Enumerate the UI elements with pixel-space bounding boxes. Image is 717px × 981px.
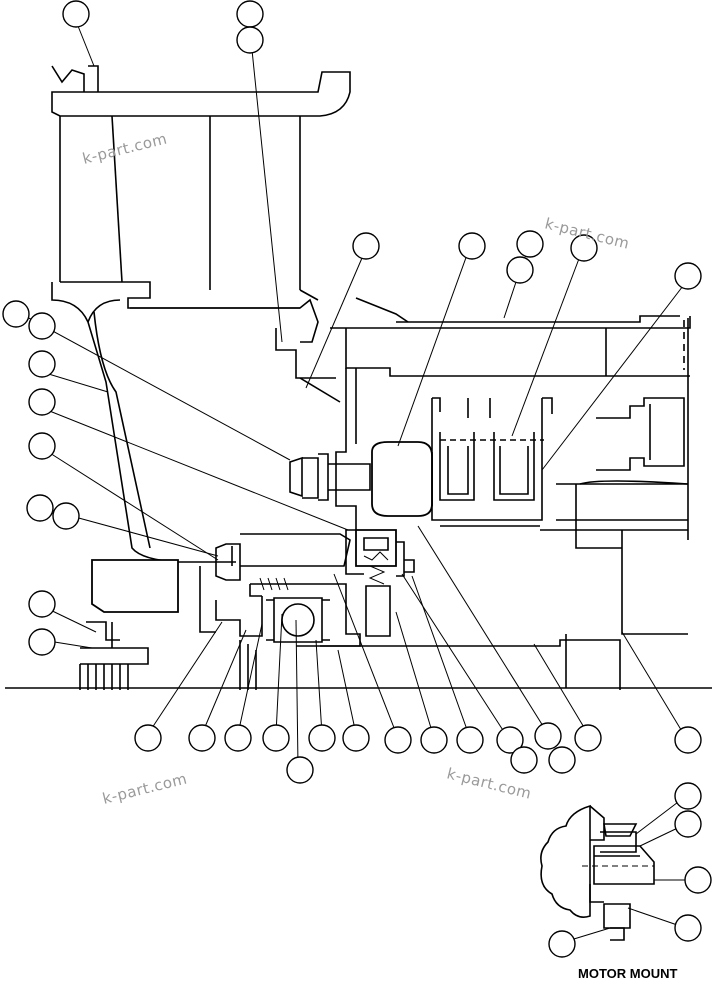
callout-balloon: [352, 232, 380, 260]
callout-balloon: [134, 724, 162, 752]
callout-balloon: [548, 746, 576, 774]
motor-mount-inset: MOTOR MOUNT: [540, 782, 712, 981]
callout-balloon: [674, 782, 702, 810]
callout-balloon: [28, 388, 56, 416]
callout-balloon: [2, 300, 30, 328]
watermarks: k-part.com k-part.com k-part.com k-part.…: [81, 129, 632, 807]
callout-balloon: [236, 26, 264, 54]
callout-balloon: [28, 350, 56, 378]
callout-balloon: [534, 722, 562, 750]
callout-leaders: [13, 25, 687, 767]
upper-housing: [51, 65, 351, 563]
callout-balloon: [188, 724, 216, 752]
callout-balloon: [28, 432, 56, 460]
callout-balloon: [496, 726, 524, 754]
callout-balloon: [674, 262, 702, 290]
callout-balloon: [684, 866, 712, 894]
callout-balloon: [342, 724, 370, 752]
callout-balloon: [458, 232, 486, 260]
callout-balloon: [510, 746, 538, 774]
callout-balloon: [548, 930, 576, 958]
callout-balloon: [28, 312, 56, 340]
callout-balloon: [52, 502, 80, 530]
inset-caption: MOTOR MOUNT: [578, 966, 677, 981]
callout-balloon: [674, 914, 702, 942]
callout-balloon: [262, 724, 290, 752]
armature-section: [330, 297, 691, 688]
watermark: k-part.com: [81, 129, 169, 167]
callout-balloon: [456, 726, 484, 754]
callout-balloon: [28, 628, 56, 656]
callout-balloon: [420, 726, 448, 754]
callout-balloon: [384, 726, 412, 754]
callout-balloon: [224, 724, 252, 752]
callout-balloon: [308, 724, 336, 752]
callout-balloons: [2, 0, 702, 784]
callout-balloon: [574, 724, 602, 752]
callout-balloon: [570, 234, 598, 262]
gear-shaft-assembly: [5, 368, 712, 690]
callout-balloon: [516, 230, 544, 258]
callout-balloon: [286, 756, 314, 784]
callout-balloon: [62, 0, 90, 28]
callout-balloon: [674, 726, 702, 754]
callout-balloon: [236, 0, 264, 28]
callout-balloon: [26, 494, 54, 522]
callout-balloon: [506, 256, 534, 284]
callout-balloon: [674, 810, 702, 838]
watermark: k-part.com: [101, 769, 189, 807]
callout-balloon: [28, 590, 56, 618]
